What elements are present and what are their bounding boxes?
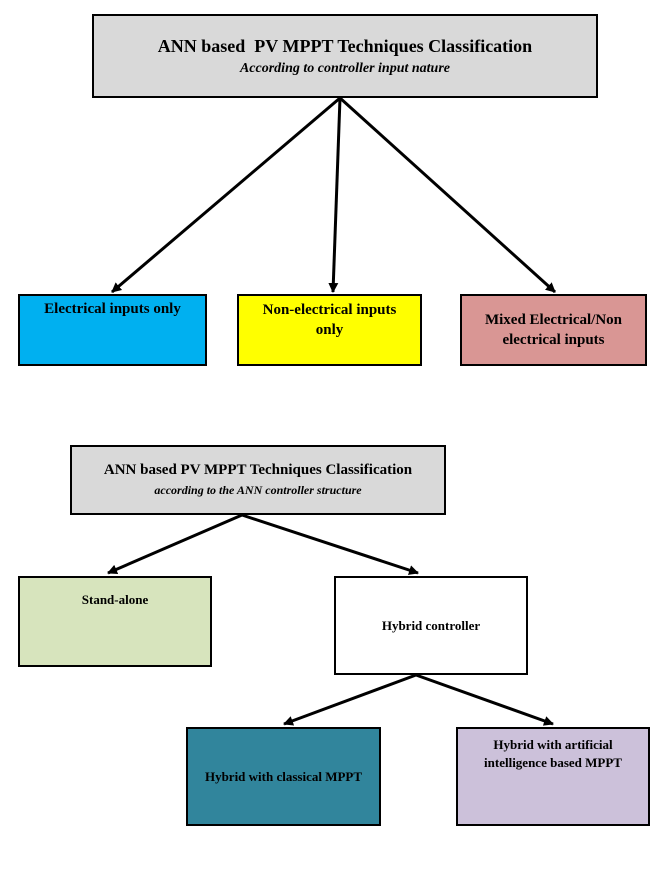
arrow-to-stand-alone — [107, 513, 243, 575]
arrow-to-electrical — [111, 96, 341, 294]
node-label: Hybrid with artificial intelligence base… — [484, 737, 622, 770]
node-hybrid-ai: Hybrid with artificial intelligence base… — [456, 727, 650, 826]
node-mixed-inputs: Mixed Electrical/Non electrical inputs — [460, 294, 647, 366]
node-label: Non-electrical inputs only — [262, 302, 397, 339]
diagram1-subtitle: According to controller input nature — [239, 60, 451, 76]
diagram1-title: ANN based PV MPPT Techniques Classificat… — [157, 35, 533, 56]
node-electrical-inputs: Electrical inputs only — [18, 294, 207, 366]
node-hybrid-classical: Hybrid with classical MPPT — [186, 727, 381, 826]
diagram2-subtitle: according to the ANN controller structur… — [154, 483, 362, 497]
node-stand-alone: Stand-alone — [18, 576, 212, 667]
arrow-to-non-electrical — [328, 97, 342, 293]
arrow-to-mixed — [338, 96, 557, 294]
diagram1-title-box: ANN based PV MPPT Techniques Classificat… — [92, 14, 598, 98]
arrow-to-hybrid-ai — [415, 673, 554, 726]
diagram2-title: ANN based PV MPPT Techniques Classificat… — [103, 462, 413, 478]
node-label: Mixed Electrical/Non electrical inputs — [484, 311, 623, 348]
node-hybrid-controller: Hybrid controller — [334, 576, 528, 675]
node-label: Hybrid controller — [381, 617, 481, 633]
node-non-electrical-inputs: Non-electrical inputs only — [237, 294, 422, 366]
node-label: Stand-alone — [81, 592, 149, 607]
node-label: Electrical inputs only — [44, 301, 181, 317]
diagram2-title-box: ANN based PV MPPT Techniques Classificat… — [70, 445, 446, 515]
arrow-to-hybrid-classical — [283, 673, 417, 726]
arrow-to-hybrid-controller — [241, 513, 419, 575]
node-label: Hybrid with classical MPPT — [204, 768, 363, 784]
